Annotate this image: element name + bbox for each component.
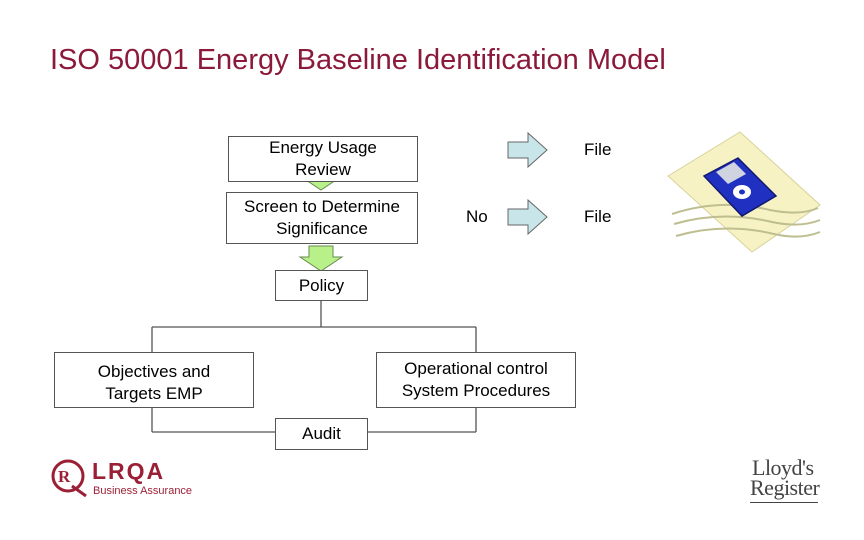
lrqa-logo-mark: R — [51, 459, 87, 498]
lr-line2: Register — [750, 475, 820, 500]
floppy-disk-icon — [667, 131, 821, 253]
lr-line1: Lloyd's — [752, 455, 814, 480]
lrqa-name: LRQA — [92, 458, 166, 484]
file-label-bottom: File — [584, 207, 612, 226]
audit-box: Audit — [275, 418, 368, 450]
operational-control-box: Operational control System Procedures — [376, 352, 576, 408]
lrqa-subtitle: Business Assurance — [93, 485, 193, 497]
right-arrow-top — [507, 131, 548, 169]
energy-usage-review-box: Energy Usage Review — [228, 136, 418, 182]
objectives-targets-box: Objectives and Targets EMP — [54, 352, 254, 408]
file-label-top: File — [584, 140, 612, 159]
page-title: ISO 50001 Energy Baseline Identification… — [50, 44, 666, 76]
lr-underline — [750, 502, 818, 503]
svg-text:R: R — [58, 467, 71, 486]
policy-box: Policy — [275, 270, 368, 301]
no-label: No — [466, 207, 488, 226]
screen-significance-box: Screen to Determine Significance — [226, 192, 418, 244]
down-arrow-2 — [298, 245, 344, 272]
right-arrow-bottom — [507, 198, 548, 236]
